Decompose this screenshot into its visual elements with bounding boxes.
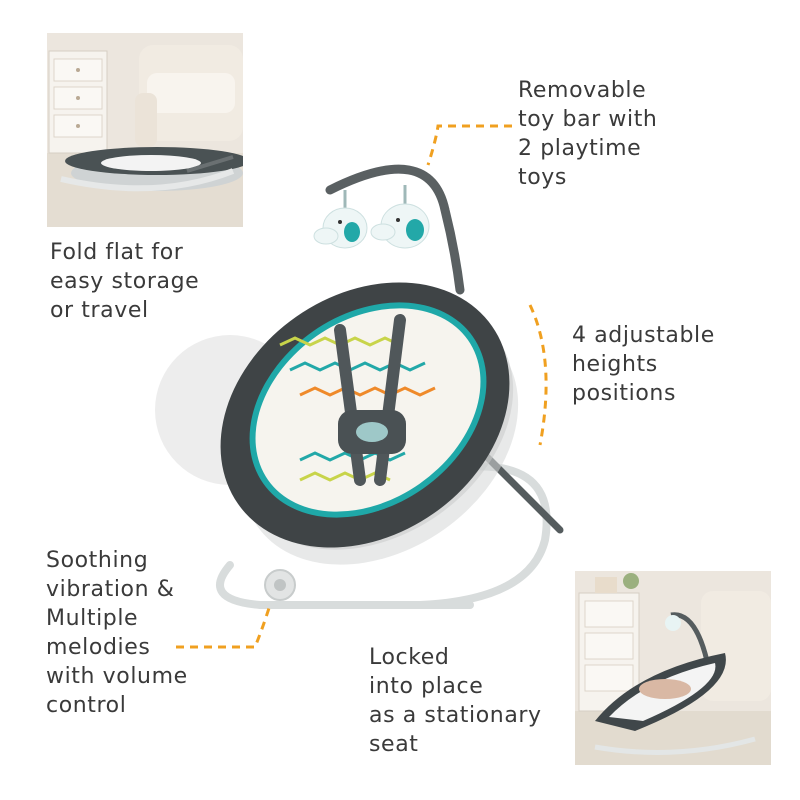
toy-bar (325, 164, 465, 295)
callout-heights (528, 304, 548, 446)
caption-fold-flat: Fold flat for easy storage or travel (50, 240, 200, 323)
caption-heights: 4 adjustable heights positions (572, 323, 715, 406)
caption-toy-bar: Removable toy bar with 2 playtime toys (518, 78, 658, 190)
caption-locked: Locked into place as a stationary seat (369, 645, 542, 757)
elephant-toy-icon (370, 185, 430, 249)
fold-flat-photo (47, 33, 243, 227)
callout-toy-bar (426, 124, 512, 166)
callout-vibration (176, 604, 272, 649)
caption-vibration: Soothing vibration & Multiple melodies w… (46, 548, 188, 718)
stationary-seat-photo (575, 571, 771, 765)
elephant-toy-icon (313, 190, 368, 249)
